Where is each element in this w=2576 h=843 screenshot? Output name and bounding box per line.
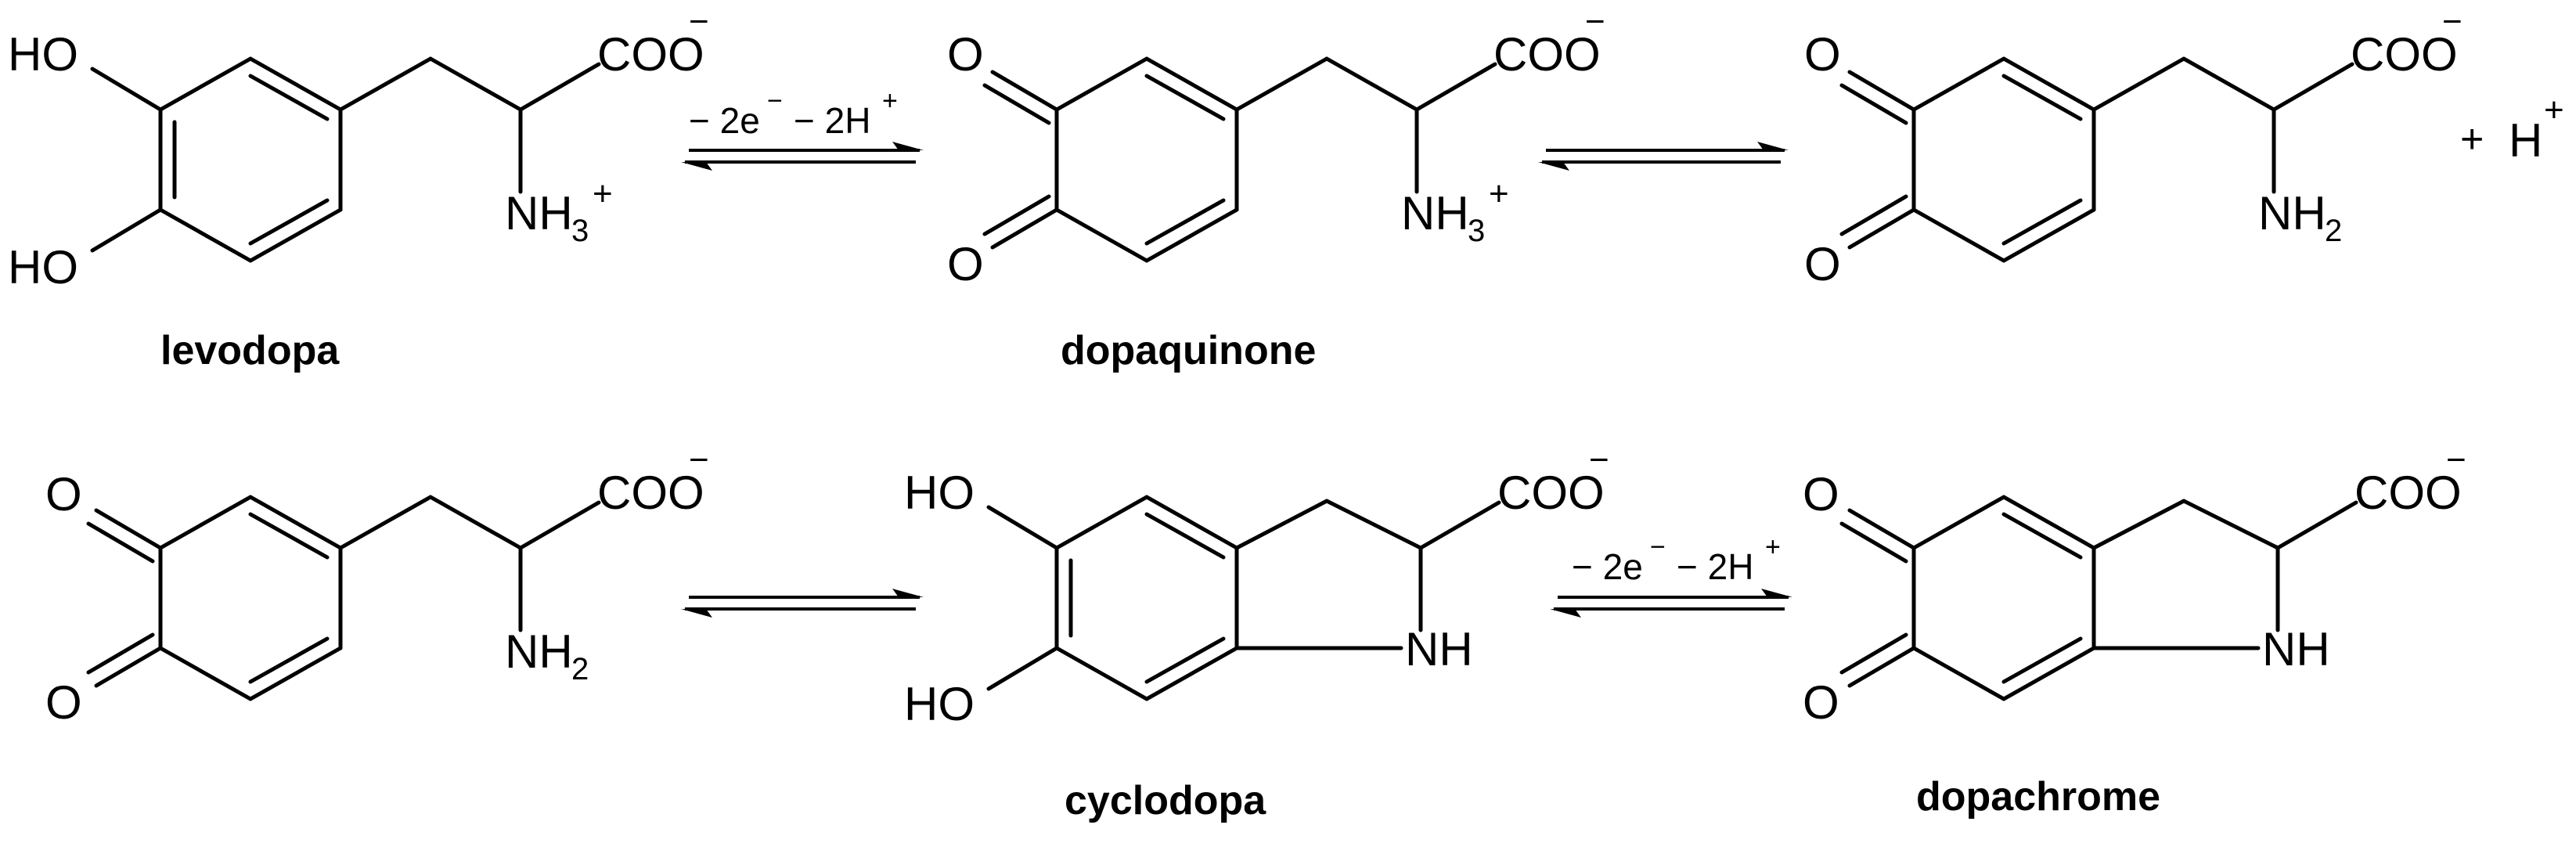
electron-charge: − xyxy=(767,86,783,116)
carboxylate-label: COO xyxy=(1493,28,1601,81)
carbonyl-oxygen-top: O xyxy=(1803,468,1839,521)
amine-label: NH xyxy=(505,625,573,678)
carbonyl-oxygen-top: O xyxy=(947,28,984,81)
dopaquinone-structure: O O COO − NH 3 + dopaquinone xyxy=(947,2,1605,373)
proton-loss-label: − 2H xyxy=(1677,546,1753,587)
carboxylate-label: COO xyxy=(597,28,704,81)
hydroxyl-label-top: HO xyxy=(904,467,975,519)
carboxylate-label: COO xyxy=(597,467,704,519)
amine-subscript: 2 xyxy=(2325,214,2342,248)
amine-label: NH xyxy=(2258,187,2326,240)
carbonyl-oxygen-bottom: O xyxy=(45,676,82,729)
dopaquinone-neutral-structure-top: O O COO − NH 2 xyxy=(1804,2,2463,290)
plus-sign: + xyxy=(2460,117,2484,162)
carboxylate-charge: − xyxy=(689,2,709,41)
hydroxyl-label-bottom: HO xyxy=(8,241,78,294)
proton-charge: + xyxy=(882,86,898,116)
released-proton: + H + xyxy=(2460,91,2564,167)
carboxylate-label: COO xyxy=(2351,28,2458,81)
equilibrium-arrow-cyclization xyxy=(681,589,924,618)
compound-name-cyclodopa: cyclodopa xyxy=(1065,778,1266,823)
compound-name-levodopa: levodopa xyxy=(160,328,340,373)
amine-label: NH xyxy=(1401,187,1469,240)
proton-symbol: H xyxy=(2509,114,2542,167)
carbonyl-oxygen-bottom: O xyxy=(1803,676,1839,729)
ring-nh-label: NH xyxy=(2262,623,2330,675)
carbonyl-oxygen-bottom: O xyxy=(947,238,984,290)
dopaquinone-neutral-structure-bottom: O O COO − NH 2 xyxy=(45,441,709,729)
amine-charge: + xyxy=(593,175,613,213)
carboxylate-label: COO xyxy=(1497,467,1605,519)
carboxylate-charge: − xyxy=(1589,441,1609,479)
carboxylate-label: COO xyxy=(2354,467,2462,519)
carbonyl-oxygen-top: O xyxy=(1804,28,1841,81)
cyclodopa-structure: HO HO COO − NH cyclodopa xyxy=(904,441,1609,823)
compound-name-dopachrome: dopachrome xyxy=(1916,774,2160,820)
ring-nh-label: NH xyxy=(1405,623,1473,675)
levodopa-structure: HO HO COO − NH 3 + levodopa xyxy=(8,2,709,373)
benzene-ring xyxy=(158,56,343,263)
hydroxyl-label-bottom: HO xyxy=(904,678,975,730)
amine-subscript: 3 xyxy=(1468,214,1485,248)
carboxylate-charge: − xyxy=(1585,2,1605,41)
compound-name-dopaquinone: dopaquinone xyxy=(1061,328,1316,373)
equilibrium-arrow-deprotonation xyxy=(1538,142,1789,171)
carboxylate-charge: − xyxy=(689,441,709,479)
carboxylate-charge: − xyxy=(2442,2,2463,41)
amine-subscript: 2 xyxy=(571,652,589,686)
proton-charge: + xyxy=(2544,91,2564,129)
proton-loss-label: − 2H xyxy=(794,100,870,141)
carbonyl-oxygen-top: O xyxy=(45,468,82,521)
amine-charge: + xyxy=(1489,175,1509,213)
amine-subscript: 3 xyxy=(571,214,589,248)
dopachrome-structure: O O COO − NH dopachrome xyxy=(1803,441,2466,820)
carbonyl-oxygen-bottom: O xyxy=(1804,238,1841,290)
equilibrium-arrow-oxidation-2: − 2e − − 2H + xyxy=(1550,532,1792,618)
hydroxyl-label-top: HO xyxy=(8,28,78,81)
proton-charge: + xyxy=(1765,532,1781,562)
electron-charge: − xyxy=(1650,532,1666,562)
electron-loss-label: − 2e xyxy=(1572,546,1643,587)
amine-label: NH xyxy=(505,187,573,240)
equilibrium-arrow-oxidation-1: − 2e − − 2H + xyxy=(681,86,924,171)
carboxylate-charge: − xyxy=(2446,441,2466,479)
electron-loss-label: − 2e xyxy=(689,100,760,141)
